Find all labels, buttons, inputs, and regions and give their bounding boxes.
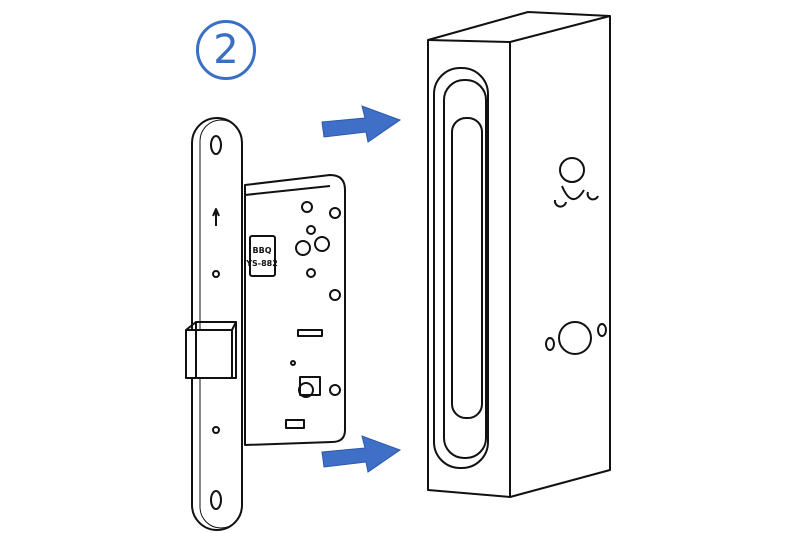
- lock-label-line-2: YS-882: [245, 259, 278, 268]
- arrow-lower: [321, 435, 402, 473]
- door-block: [427, 11, 611, 498]
- arrow-upper: [321, 105, 402, 143]
- lock-label-plate: [249, 235, 276, 277]
- lock-body: BBQ YS-882: [244, 174, 346, 446]
- latch-bolt: [185, 321, 237, 379]
- lock-label-line-1: BBQ: [253, 246, 272, 255]
- step-number-badge: 2: [196, 20, 256, 80]
